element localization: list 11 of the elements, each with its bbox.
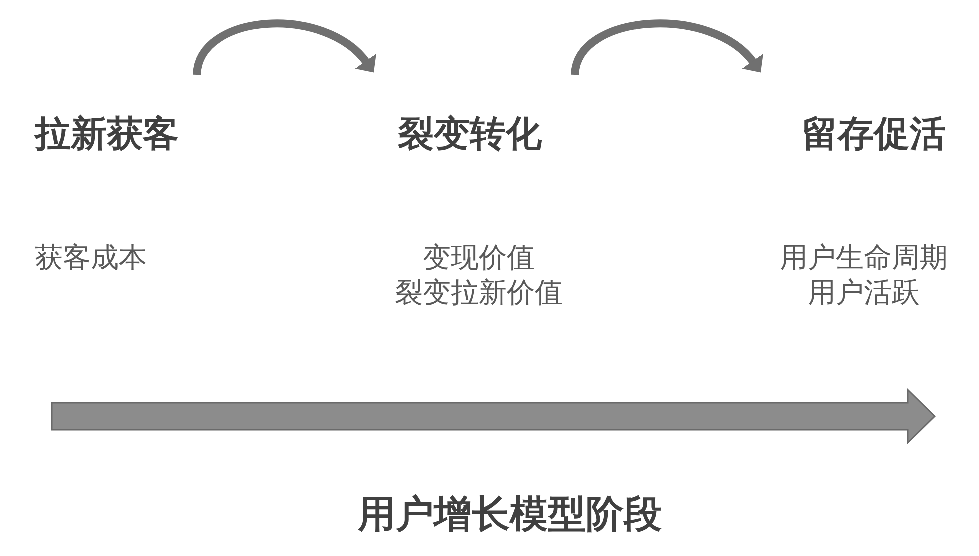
curved-arrow: [571, 20, 762, 76]
stage-title: 裂变转化: [398, 113, 542, 157]
caption: 用户增长模型阶段: [358, 491, 662, 537]
stage-detail: 用户生命周期: [780, 240, 948, 275]
stage-detail: 获客成本: [35, 240, 147, 275]
stage-title: 留存促活: [802, 113, 946, 157]
stage-detail: 裂变拉新价值: [395, 275, 563, 310]
stage-detail: 用户活跃: [808, 275, 920, 310]
stage-detail: 变现价值: [423, 240, 535, 275]
stage-title: 拉新获客: [35, 113, 179, 157]
curved-arrow: [193, 20, 376, 76]
